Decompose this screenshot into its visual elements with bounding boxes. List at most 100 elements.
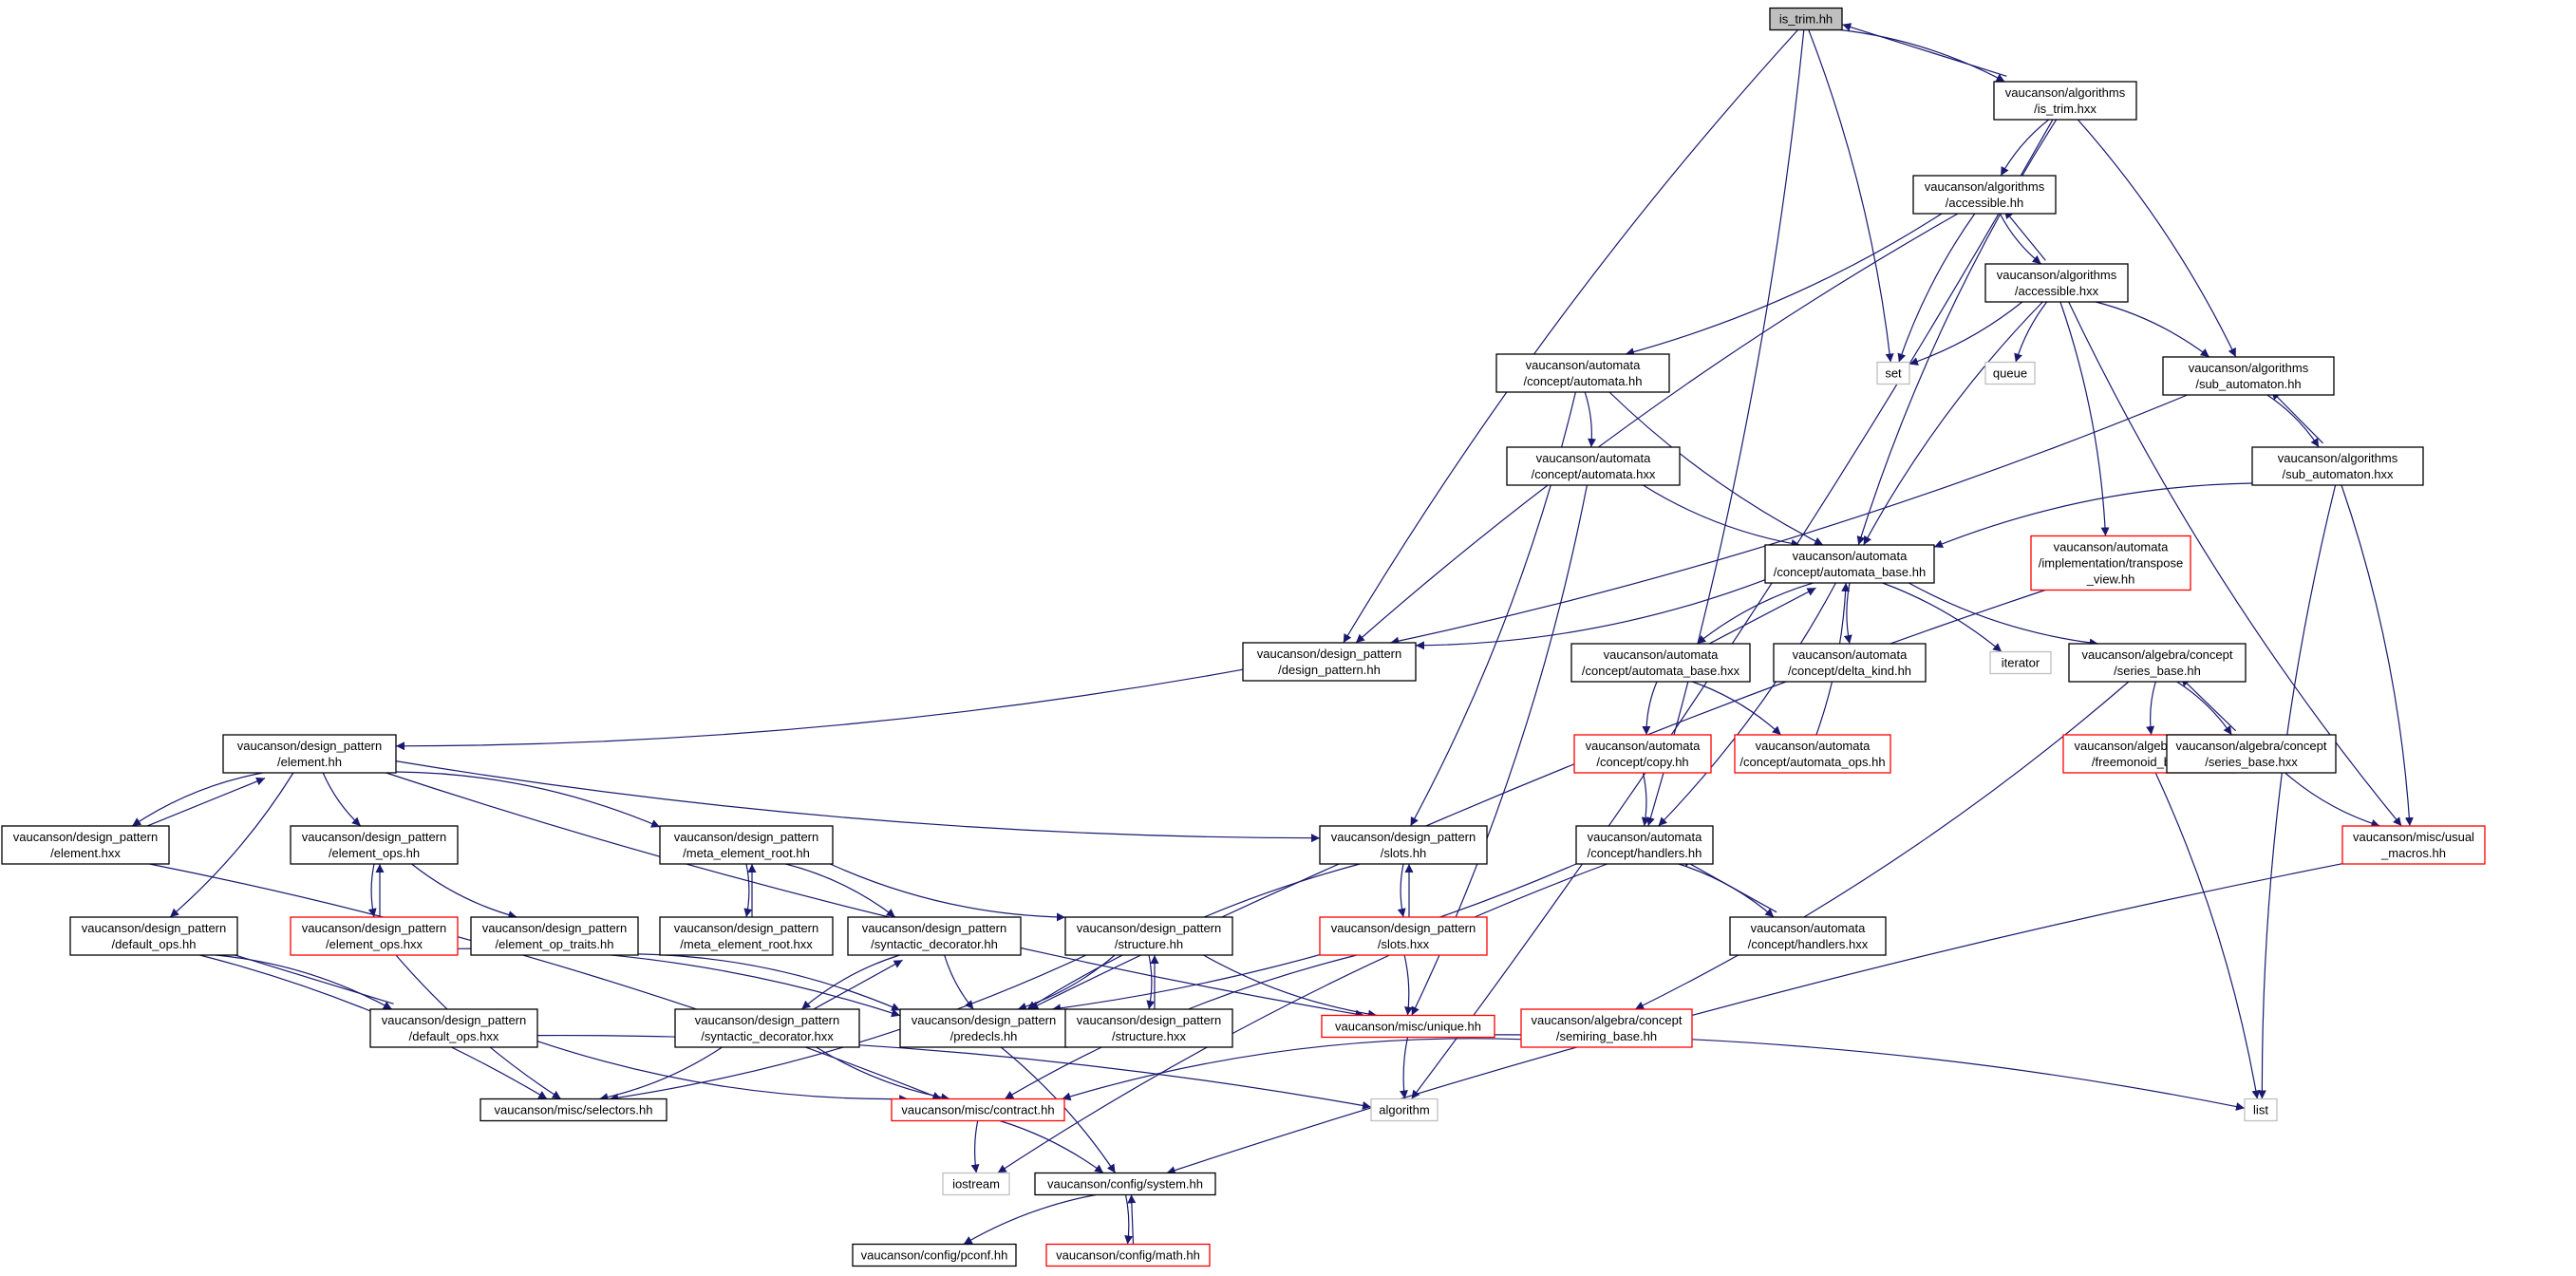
node-label: vaucanson/design_pattern: [674, 921, 819, 935]
node-label: vaucanson/automata: [1526, 358, 1641, 372]
node-dp_element_ops_hh[interactable]: vaucanson/design_pattern/element_ops.hh: [290, 825, 459, 865]
node-misc_usual_macros[interactable]: vaucanson/misc/usual_macros.hh: [2341, 825, 2486, 865]
node-config_math[interactable]: vaucanson/config/math.hh: [1045, 1243, 1211, 1267]
node-dp_element_ops_hxx[interactable]: vaucanson/design_pattern/element_ops.hxx: [290, 916, 459, 956]
node-dp_default_ops_hh[interactable]: vaucanson/design_pattern/default_ops.hh: [69, 916, 238, 956]
dependency-edge-alg_sub_automaton_hh-to-alg_sub_automaton_hxx: [2266, 394, 2320, 448]
node-box: [1034, 1172, 1216, 1196]
node-label: /concept/automata.hh: [1523, 374, 1642, 388]
node-box: [1764, 544, 1935, 584]
node-dp_element_op_traits[interactable]: vaucanson/design_pattern/element_op_trai…: [470, 916, 639, 956]
node-box: [1319, 825, 1488, 865]
node-auto_automata_base_hxx[interactable]: vaucanson/automata/concept/automata_base…: [1570, 643, 1751, 683]
node-auto_handlers_hh[interactable]: vaucanson/automata/concept/handlers.hh: [1575, 825, 1714, 865]
node-label: vaucanson/algorithms: [2005, 85, 2126, 100]
node-alg_accessible_hxx[interactable]: vaucanson/algorithms/accessible.hxx: [1984, 263, 2129, 303]
node-label: vaucanson/design_pattern: [695, 1013, 840, 1027]
dependency-edge-dp_element_hxx-to-misc_contract: [149, 863, 942, 1100]
nodes-layer: is_trim.hh vaucanson/algorithms/is_trim.h…: [1, 7, 2486, 1267]
node-is_trim_hh[interactable]: is_trim.hh: [1769, 7, 1843, 31]
node-label: /concept/delta_kind.hh: [1788, 664, 1911, 678]
node-alg_is_trim_hxx[interactable]: vaucanson/algorithms/is_trim.hxx: [1993, 81, 2137, 121]
node-config_system[interactable]: vaucanson/config/system.hh: [1034, 1172, 1216, 1196]
node-box: [1989, 650, 2052, 675]
node-box: [1984, 361, 2036, 385]
node-auto_automata_ops[interactable]: vaucanson/automata/concept/automata_ops.…: [1734, 734, 1891, 774]
dependency-edge-dp_default_ops_hh-to-dp_default_ops_hxx: [216, 954, 393, 1010]
node-alg_series_base_hh[interactable]: vaucanson/algebra/concept/series_base.hh: [2068, 643, 2247, 683]
node-alg_sub_automaton_hh[interactable]: vaucanson/algorithms/sub_automaton.hh: [2162, 356, 2335, 396]
node-alg_sub_automaton_hxx[interactable]: vaucanson/algorithms/sub_automaton.hxx: [2251, 446, 2424, 486]
node-box: [847, 916, 1022, 956]
node-dp_slots_hxx[interactable]: vaucanson/design_pattern/slots.hxx: [1319, 916, 1488, 956]
node-misc_contract[interactable]: vaucanson/misc/contract.hh: [891, 1098, 1065, 1122]
node-label: /concept/automata_ops.hh: [1739, 755, 1885, 769]
node-label: set: [1885, 366, 1902, 381]
node-label: /accessible.hxx: [2015, 284, 2099, 298]
node-box: [290, 825, 459, 865]
node-label: vaucanson/design_pattern: [382, 1013, 527, 1027]
node-auto_automata_base_hh[interactable]: vaucanson/automata/concept/automata_base…: [1764, 544, 1935, 584]
dependency-edge-alg_accessible_hxx-to-set: [1908, 301, 2023, 366]
node-dp_default_ops_hxx[interactable]: vaucanson/design_pattern/default_ops.hxx: [369, 1008, 538, 1048]
node-iostream[interactable]: iostream: [942, 1172, 1010, 1196]
node-box: [2251, 446, 2424, 486]
node-dp_syntactic_decorator_hh[interactable]: vaucanson/design_pattern/syntactic_decor…: [847, 916, 1022, 956]
dependency-edge-auto_handlers_hh-to-iostream: [997, 863, 1608, 1174]
node-box: [1575, 825, 1714, 865]
node-dp_slots_hh[interactable]: vaucanson/design_pattern/slots.hh: [1319, 825, 1488, 865]
dependency-edge-alg_accessible_hxx-to-misc_usual_macros: [2068, 301, 2402, 827]
node-set[interactable]: set: [1876, 361, 1910, 385]
dependency-edge-dp_syntactic_decorator_hxx-to-dp_syntactic_decorator_hh: [803, 959, 903, 1015]
node-dp_predecls[interactable]: vaucanson/design_pattern/predecls.hh: [899, 1008, 1068, 1048]
dependency-edge-config_system-to-config_pconf: [963, 1193, 1097, 1246]
node-dp_structure_hxx[interactable]: vaucanson/design_pattern/structure.hxx: [1064, 1008, 1233, 1048]
dependency-edge-config_system-to-config_math: [1124, 1194, 1134, 1245]
node-list[interactable]: list: [2244, 1098, 2278, 1122]
node-auto_concept_automata_hh[interactable]: vaucanson/automata/concept/automata.hh: [1495, 353, 1670, 393]
node-alg_accessible_hh[interactable]: vaucanson/algorithms/accessible.hh: [1912, 175, 2057, 215]
dependency-edge-auto_automata_base_hh-to-auto_delta_kind: [1843, 582, 1852, 645]
node-dp_structure_hh[interactable]: vaucanson/design_pattern/structure.hh: [1064, 916, 1233, 956]
dependency-edge-alg_accessible_hxx-to-alg_accessible_hh: [2003, 209, 2046, 261]
node-config_pconf[interactable]: vaucanson/config/pconf.hh: [852, 1243, 1017, 1267]
node-dp_element_hxx[interactable]: vaucanson/design_pattern/element.hxx: [1, 825, 170, 865]
node-auto_transpose_view[interactable]: vaucanson/automata/implementation/transp…: [2030, 535, 2191, 591]
node-box: [1570, 643, 1751, 683]
node-box: [470, 916, 639, 956]
node-dp_element_hh[interactable]: vaucanson/design_pattern/element.hh: [222, 734, 397, 774]
node-box: [369, 1008, 538, 1048]
node-box: [1734, 734, 1891, 774]
node-alg_semiring_base[interactable]: vaucanson/algebra/concept/semiring_base.…: [1520, 1008, 1693, 1048]
node-queue[interactable]: queue: [1984, 361, 2036, 385]
node-label: vaucanson/design_pattern: [912, 1013, 1057, 1027]
dependency-edge-dp_element_ops_hxx-to-dp_predecls: [457, 948, 901, 1018]
dependency-edge-config_math-to-config_system: [1127, 1194, 1137, 1245]
node-label: vaucanson/automata: [1793, 549, 1908, 563]
node-algorithm[interactable]: algorithm: [1370, 1098, 1438, 1122]
node-box: [1319, 916, 1488, 956]
dependency-edge-auto_handlers_hh-to-auto_handlers_hxx: [1678, 863, 1775, 918]
node-auto_delta_kind[interactable]: vaucanson/automata/concept/delta_kind.hh: [1773, 643, 1927, 683]
dependency-edge-dp_structure_hh-to-dp_structure_hxx: [1146, 954, 1156, 1010]
dependency-edge-alg_sub_automaton_hxx-to-misc_usual_macros: [2341, 484, 2414, 827]
node-dp_meta_element_root_hh[interactable]: vaucanson/design_pattern/meta_element_ro…: [659, 825, 834, 865]
node-misc_selectors[interactable]: vaucanson/misc/selectors.hh: [479, 1098, 668, 1122]
dependency-edge-dp_meta_element_root_hh-to-dp_syntactic_decorator_hh: [785, 863, 896, 918]
dependency-edge-dp_meta_element_root_hh-to-dp_structure_hh: [830, 863, 1066, 922]
node-auto_copy_hh[interactable]: vaucanson/automata/concept/copy.hh: [1573, 734, 1712, 774]
node-label: vaucanson/config/math.hh: [1056, 1248, 1200, 1263]
dependency-edge-dp_slots_hh-to-dp_slots_hxx: [1397, 863, 1406, 918]
node-iterator[interactable]: iterator: [1989, 650, 2052, 675]
node-dp_syntactic_decorator_hxx[interactable]: vaucanson/design_pattern/syntactic_decor…: [674, 1008, 860, 1048]
node-auto_concept_automata_hxx[interactable]: vaucanson/automata/concept/automata.hxx: [1506, 446, 1681, 486]
node-dp_design_pattern_hh[interactable]: vaucanson/design_pattern/design_pattern.…: [1242, 642, 1417, 682]
node-label: vaucanson/algorithms: [1997, 268, 2117, 282]
dependency-edge-dp_slots_hxx-to-misc_unique_hh: [1403, 954, 1413, 1016]
dependency-edge-alg_sub_automaton_hxx-to-alg_sub_automaton_hh: [2270, 390, 2323, 444]
node-dp_meta_element_root_hxx[interactable]: vaucanson/design_pattern/meta_element_ro…: [659, 916, 834, 956]
node-alg_series_base_hxx[interactable]: vaucanson/algebra/concept/series_base.hx…: [2166, 734, 2337, 774]
node-auto_handlers_hxx[interactable]: vaucanson/automata/concept/handlers.hxx: [1729, 916, 1887, 956]
node-misc_unique_hh[interactable]: vaucanson/misc/unique.hh: [1321, 1014, 1495, 1039]
